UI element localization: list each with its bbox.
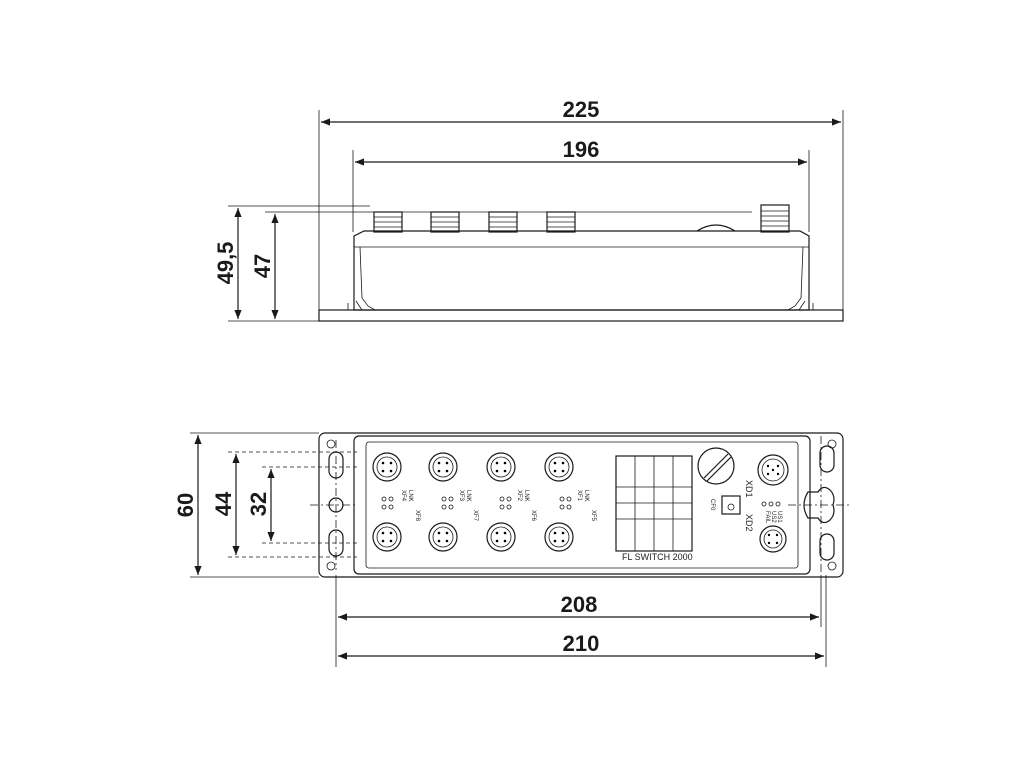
led-cluster-1: XF4 LNK XF8 [381,490,420,522]
led-cluster-4: XF1 LNK XF5 [559,490,596,522]
status-label-fail: FAIL [764,511,770,524]
side-housing [353,230,810,311]
dim-label-44: 44 [211,491,236,516]
top-housing [353,435,811,575]
side-power-connector [760,204,790,233]
port-label-xf3: XF3 [458,490,464,502]
power-connector-xd1: XD1 [744,454,789,498]
led-label-lnk-1: LNK [407,490,413,502]
dim-label-47: 47 [250,254,275,278]
dim-label-32: 32 [246,492,271,516]
top-base-plate [318,432,844,578]
side-connector-1 [373,211,403,233]
dim-label-208: 208 [561,592,598,617]
side-connector-2 [430,211,460,233]
led-label-lnk-3: LNK [523,490,529,502]
mount-slot-right-top [819,445,835,473]
led-cluster-2: XF3 LNK XF7 [441,490,478,522]
config-memory-cap [697,447,735,485]
side-connector-4 [546,211,576,233]
port-xf6 [486,522,516,552]
port-label-xf7: XF7 [472,510,478,522]
top-view: 60 44 32 208 210 [173,432,850,667]
power-connector-xd2: XD2 [744,514,787,553]
dim-label-210: 210 [563,631,600,656]
mount-slot-right-bottom [819,533,835,561]
port-xf5 [544,522,574,552]
dim-label-49-5: 49,5 [213,242,238,285]
dim-label-196: 196 [563,137,600,162]
dim-label-225: 225 [563,97,600,122]
status-label-us1: US1 [776,511,782,523]
config-slot: CF0 [709,495,741,515]
model-label: FL SWITCH 2000 [622,552,693,562]
port-xf4 [372,452,402,482]
led-label-lnk-4: LNK [583,490,589,502]
side-connector-3 [488,211,518,233]
mount-keyhole-right [803,486,835,524]
power-label-xd2: XD2 [744,514,754,532]
port-label-xf1: XF1 [576,490,582,502]
side-view: 225 196 49,5 47 [213,97,844,322]
port-xf3 [428,452,458,482]
port-label-xf6: XF6 [530,510,536,522]
dim-label-60: 60 [173,493,198,517]
port-label-xf5: XF5 [590,510,596,522]
side-base-plate [318,309,844,322]
status-leds: US1 US2 FAIL [761,501,782,524]
label-field [615,455,693,552]
port-xf2 [486,452,516,482]
port-xf7 [428,522,458,552]
config-label: CF0 [709,499,715,511]
port-xf8 [372,522,402,552]
power-label-xd1: XD1 [744,480,754,498]
led-label-lnk-2: LNK [465,490,471,502]
led-cluster-3: XF2 LNK XF6 [499,490,536,522]
port-label-xf4: XF4 [400,490,406,502]
status-label-us2: US2 [770,511,776,523]
port-label-xf2: XF2 [516,490,522,502]
side-config-cap [696,224,736,232]
port-xf1 [544,452,574,482]
port-label-xf8: XF8 [414,510,420,522]
